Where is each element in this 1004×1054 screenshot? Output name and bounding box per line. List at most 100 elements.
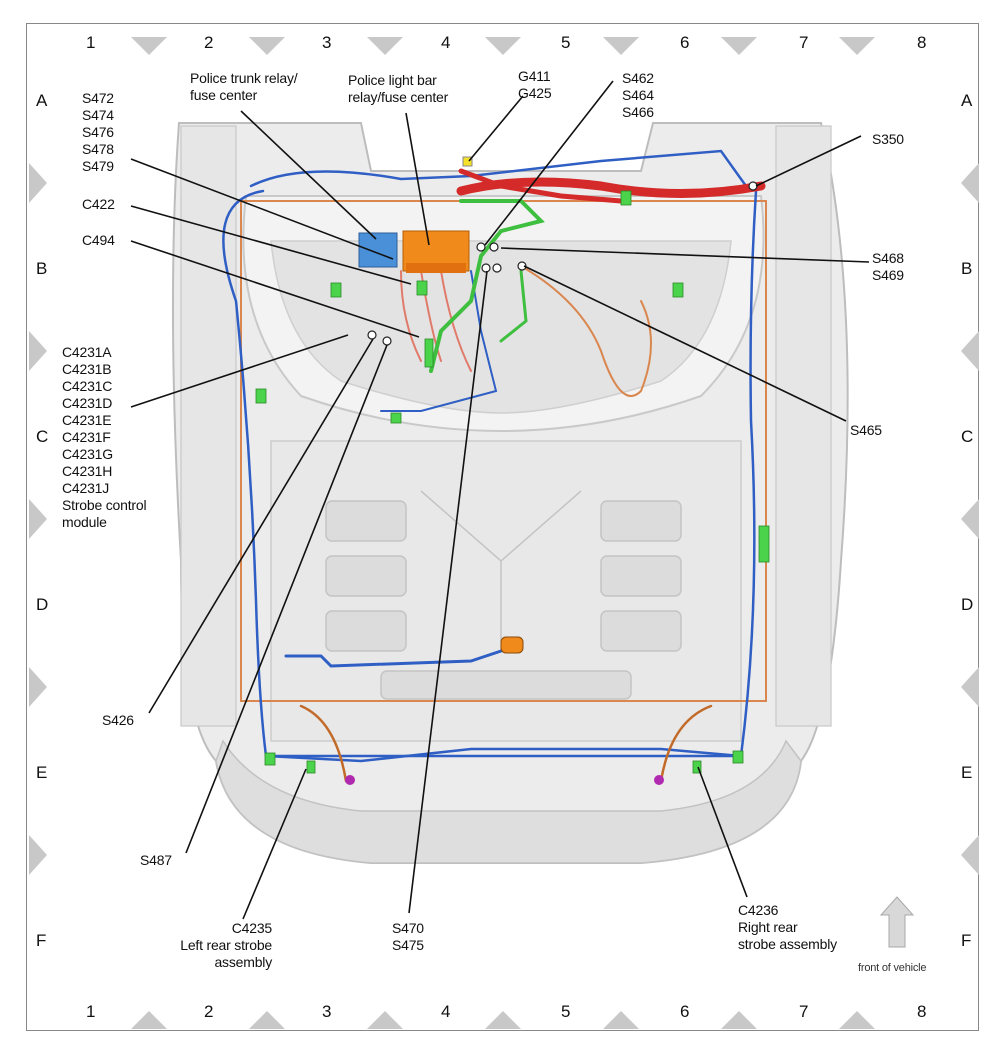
floor-ribs xyxy=(325,490,682,700)
left-marker xyxy=(29,499,47,539)
right-strobe-connector xyxy=(654,775,664,785)
col-bottom-8: 8 xyxy=(917,1002,927,1021)
splice-marker xyxy=(517,261,527,271)
green-connector xyxy=(758,525,770,563)
col-bottom-4: 4 xyxy=(441,1002,451,1021)
leader-s465 xyxy=(523,265,847,422)
lightbar-relay-base xyxy=(406,263,466,273)
label-s487: S487 xyxy=(140,852,172,868)
col-top-4: 4 xyxy=(441,33,451,52)
label-splices-left: S472 S474 S476 S478 S479 xyxy=(82,90,114,174)
green-harness xyxy=(429,199,545,373)
leader-ground xyxy=(468,95,524,162)
green-connector xyxy=(732,750,744,764)
orange-trunk-wire xyxy=(520,265,652,397)
splice-marker xyxy=(367,330,377,340)
label-c4235: C4235 Left rear strobe assembly xyxy=(180,920,272,970)
top-marker xyxy=(603,37,639,55)
green-connector xyxy=(390,412,402,424)
row-left-A: A xyxy=(36,91,48,110)
bottom-marker xyxy=(603,1011,639,1029)
diagram-frame xyxy=(26,23,979,1031)
label-c422: C422 xyxy=(82,196,115,212)
row-right-A: A xyxy=(961,91,973,110)
bottom-marker xyxy=(249,1011,285,1029)
leader-s468 xyxy=(500,247,870,263)
grid-markers xyxy=(29,37,979,1029)
label-lightbar-relay: Police light bar relay/fuse center xyxy=(348,72,449,105)
orange-strobe-wire-right xyxy=(659,704,713,783)
leader-splices-top xyxy=(484,80,614,246)
col-bottom-5: 5 xyxy=(561,1002,571,1021)
bottom-marker xyxy=(131,1011,167,1029)
col-bottom-2: 2 xyxy=(204,1002,214,1021)
leader-c494 xyxy=(130,240,420,338)
leader-splices-left xyxy=(130,158,394,260)
col-bottom-7: 7 xyxy=(799,1002,809,1021)
top-marker xyxy=(485,37,521,55)
top-marker xyxy=(131,37,167,55)
row-left-E: E xyxy=(36,763,48,782)
orange-strobe-wire-left xyxy=(299,704,348,783)
col-bottom-1: 1 xyxy=(86,1002,96,1021)
leader-s487 xyxy=(185,344,388,854)
green-connector xyxy=(692,760,702,774)
green-connector xyxy=(255,388,267,404)
blue-rear-wire xyxy=(264,747,743,763)
blue-perimeter-wire xyxy=(222,189,758,758)
label-s350: S350 xyxy=(872,131,904,147)
red-branch xyxy=(458,168,624,204)
bumper xyxy=(215,739,802,864)
wiring-diagram xyxy=(29,37,979,1029)
row-left-B: B xyxy=(36,259,48,278)
trunk-relay-box xyxy=(358,232,398,268)
leader-c4236 xyxy=(697,766,748,898)
row-left-F: F xyxy=(36,931,47,950)
label-s426: S426 xyxy=(102,712,134,728)
col-top-8: 8 xyxy=(917,33,927,52)
right-marker xyxy=(961,667,979,707)
bottom-marker xyxy=(367,1011,403,1029)
label-strobe-module: C4231A C4231B C4231C C4231D C4231E C4231… xyxy=(62,344,147,530)
left-marker xyxy=(29,163,47,203)
right-marker xyxy=(961,499,979,539)
right-marker xyxy=(961,163,979,203)
row-right-D: D xyxy=(961,595,974,614)
right-quarter-panel xyxy=(775,125,832,727)
bottom-marker xyxy=(721,1011,757,1029)
green-connector xyxy=(416,280,428,296)
bottom-marker xyxy=(485,1011,521,1029)
col-top-5: 5 xyxy=(561,33,571,52)
ground-connector xyxy=(462,156,473,167)
blue-trunk-wire xyxy=(380,270,498,412)
label-splices-top: S462 S464 S466 xyxy=(622,70,654,120)
splice-marker xyxy=(481,263,491,273)
bottom-marker xyxy=(839,1011,875,1029)
green-connector xyxy=(264,752,276,766)
label-s465: S465 xyxy=(850,422,882,438)
left-marker xyxy=(29,331,47,371)
right-marker xyxy=(961,835,979,875)
col-bottom-6: 6 xyxy=(680,1002,690,1021)
green-connector xyxy=(330,282,342,298)
splice-marker xyxy=(489,242,499,252)
left-strobe-connector xyxy=(345,775,355,785)
front-arrow-icon xyxy=(879,896,915,948)
leader-lightbar-relay xyxy=(405,112,430,246)
right-marker xyxy=(961,331,979,371)
leader-c4235 xyxy=(242,768,307,920)
leader-s470 xyxy=(408,270,488,914)
leader-strobe-module xyxy=(130,334,349,408)
label-s468: S468 S469 xyxy=(872,250,904,283)
row-left-D: D xyxy=(36,595,49,614)
blue-top-wire xyxy=(249,149,748,188)
green-trunk-wire xyxy=(499,269,528,343)
left-marker xyxy=(29,835,47,875)
center-connector xyxy=(500,636,524,654)
col-top-7: 7 xyxy=(799,33,809,52)
label-trunk-relay: Police trunk relay/ fuse center xyxy=(190,70,298,103)
row-right-B: B xyxy=(961,259,973,278)
top-marker xyxy=(249,37,285,55)
col-top-6: 6 xyxy=(680,33,690,52)
col-top-3: 3 xyxy=(322,33,332,52)
